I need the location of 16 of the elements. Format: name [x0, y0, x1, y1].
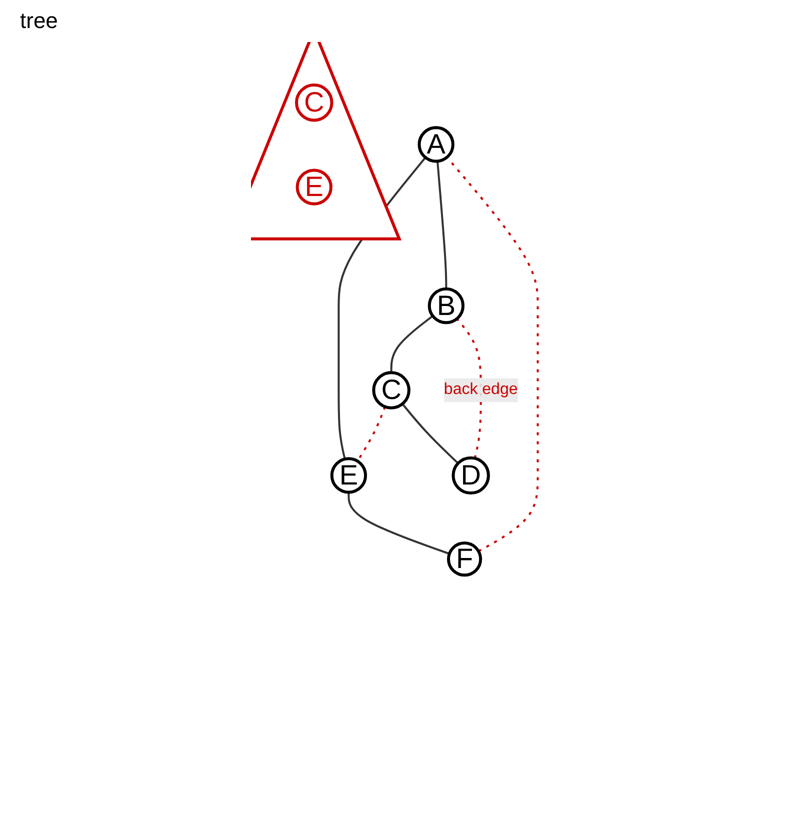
node-circle: E — [296, 168, 333, 206]
cluster — [251, 42, 402, 240]
connector — [390, 315, 434, 373]
node-circle: A — [418, 126, 455, 163]
note-text: tree — [20, 8, 59, 34]
connector — [436, 161, 448, 289]
node-circle: C — [372, 371, 411, 410]
node-circle: E — [330, 457, 368, 494]
connector — [456, 318, 482, 459]
node-circle: B — [428, 287, 465, 324]
connector — [402, 403, 459, 464]
node-circle: F — [447, 542, 482, 577]
connector — [348, 492, 450, 555]
edge-label: back edge — [444, 381, 518, 398]
node-circle: D — [452, 456, 490, 495]
node-circle: C — [295, 84, 334, 122]
